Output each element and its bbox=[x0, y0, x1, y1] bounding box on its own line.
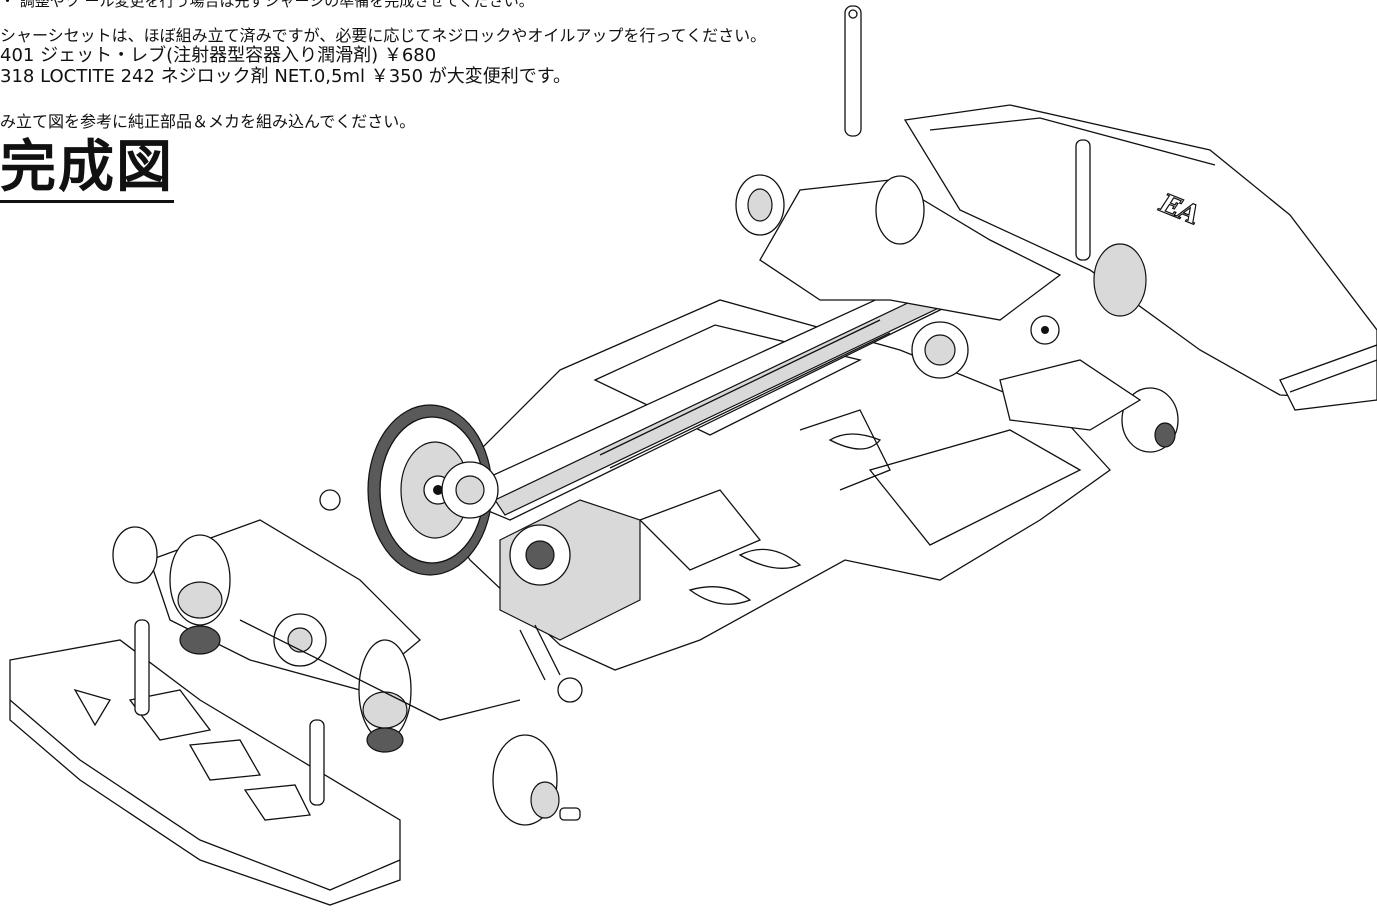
instruction-line-top: ・ 調整やツ ール変更を行う場合は先ずシャーシの準備を完成させてください。 bbox=[0, 0, 534, 10]
instruction-line-2: 401 ジェット・レブ(注射器型容器入り潤滑剤) ￥680 bbox=[0, 45, 437, 66]
instruction-line-3: 318 LOCTITE 242 ネジロック剤 NET.0,5ml ￥350 が大… bbox=[0, 66, 571, 87]
instruction-line-1: シャーシセットは、ほぼ組み立て済みですが、必要に応じてネジロックやオイルアップを… bbox=[0, 26, 767, 45]
spur-gear bbox=[367, 404, 493, 576]
instruction-line-4: み立て図を参考に純正部品＆メカを組み込んでください。 bbox=[0, 112, 416, 131]
top-deck bbox=[448, 254, 996, 521]
page-title: 完成図 bbox=[0, 140, 174, 203]
motor-mount bbox=[441, 461, 641, 681]
rear-suspension bbox=[735, 5, 1179, 453]
front-bumper bbox=[9, 639, 401, 906]
front-suspension bbox=[112, 489, 583, 826]
rear-wing: EA bbox=[903, 104, 1377, 411]
